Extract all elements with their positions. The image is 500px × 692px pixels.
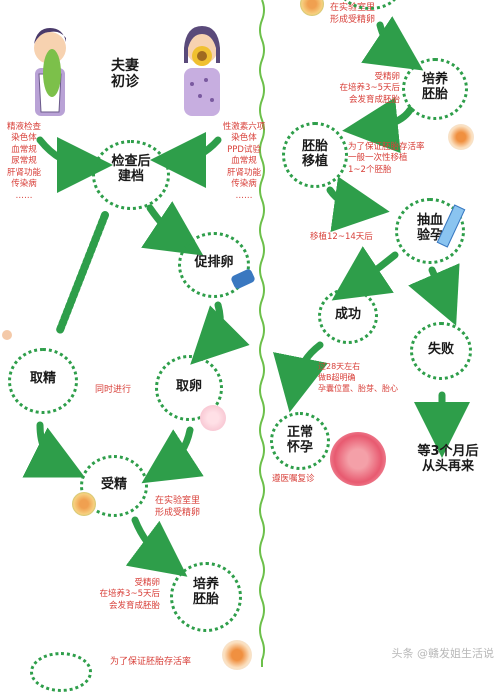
- wreath-transfer-left-partial: [30, 652, 92, 692]
- female-exam-item: 血常规: [231, 156, 257, 167]
- arrow-transfer-to-blood: [326, 176, 390, 232]
- male-exam-item: ……: [15, 190, 33, 201]
- male-exam-item: 肝肾功能: [6, 167, 41, 178]
- transfer-note: 为了保证胚胎存活率 一般一次性移植 1~2个胚胎: [348, 142, 425, 175]
- right-culture-note: 受精卵 在培养3~5天后 会发育成胚胎: [339, 72, 400, 105]
- female-exam-item: ……: [235, 190, 253, 201]
- bottom-note-partial: 为了保证胚胎存活率: [110, 657, 192, 667]
- female-exam-item: 性激素六项: [222, 122, 266, 132]
- wreath-culture-left: [170, 562, 242, 632]
- male-exam-item: 精液检查: [6, 122, 41, 132]
- arrow-success-to-normal: [273, 341, 328, 413]
- arrow-checkup-to-sperm: [56, 211, 109, 334]
- culture-note-left: 受精卵 在培养3~5天后 会发育成胚胎: [99, 578, 160, 611]
- wreath-fail: [410, 322, 472, 380]
- wreath-culture-right: [402, 58, 468, 120]
- wreath-normal: [270, 412, 330, 470]
- step-success: 成功: [334, 307, 361, 322]
- arrow-blood-to-fail: [408, 263, 460, 326]
- female-exam-list: 性激素六项 染色体 PPD试验 血常规 肝肾功能 传染病 ……: [220, 122, 268, 202]
- step-normal: 正常 怀孕: [286, 425, 313, 455]
- husband-illustration: [25, 18, 75, 118]
- step-egg: 取卵: [175, 379, 202, 394]
- arrow-ovulation-to-egg: [190, 301, 250, 365]
- divider-line: [259, 0, 265, 667]
- step-culture-right: 培养 胚胎: [421, 72, 448, 102]
- sperm-icon: [2, 330, 12, 340]
- male-exam-item: 传染病: [11, 179, 37, 190]
- female-exam-item: PPD试验: [227, 144, 261, 155]
- step-culture-left: 培养 胚胎: [192, 577, 219, 607]
- arrow-egg-to-fertilize: [141, 426, 204, 484]
- step-fertilize: 受精: [100, 477, 127, 492]
- couple-label: 夫妻 初诊: [111, 58, 139, 91]
- step-checkup: 检查后 建档: [111, 154, 151, 184]
- female-exam-item: 传染病: [231, 179, 257, 190]
- arrow-male-to-checkup: [36, 136, 113, 193]
- egg-cell-icon: [200, 405, 226, 431]
- doctor-note: 遵医嘱复诊: [272, 474, 315, 484]
- male-exam-list: 精液检查 染色体 血常规 尿常规 肝肾功能 传染病 ……: [0, 122, 48, 202]
- female-exam-item: 染色体: [231, 133, 257, 144]
- fertilize-note: 在实验室里 形成受精卵: [155, 496, 201, 519]
- fetus-in-womb-icon: [330, 432, 386, 486]
- ultrasound-note: 过28天左右 做B超明确 孕囊位置、胎芽、胎心: [318, 362, 398, 393]
- male-exam-item: 尿常规: [11, 156, 37, 167]
- arrow-top-to-culture: [361, 16, 424, 71]
- female-exam-item: 肝肾功能: [226, 167, 261, 178]
- right-top-note: 在实验室里 形成受精卵: [330, 3, 376, 26]
- arrow-culture-to-transfer: [342, 97, 414, 154]
- wreath-ovulation: [178, 232, 250, 298]
- arrow-sperm-to-fertilize: [22, 421, 86, 478]
- wreath-success: [318, 288, 378, 344]
- wreath-checkup: [92, 140, 170, 210]
- arrow-fertilize-to-culture: [125, 516, 188, 577]
- blood-note: 移植12~14天后: [310, 232, 373, 242]
- wife-illustration: [172, 18, 230, 118]
- step-fail: 失败: [427, 342, 454, 357]
- step-blood-test: 抽血 验孕: [416, 213, 443, 243]
- arrow-blood-to-success: [331, 246, 399, 301]
- step-transfer: 胚胎 移植: [301, 139, 328, 169]
- wreath-egg: [155, 355, 223, 421]
- wreath-sperm: [8, 348, 78, 414]
- step-ovulation: 促排卵: [194, 255, 234, 270]
- arrow-female-to-checkup: [150, 131, 222, 188]
- wreath-blood-test: [395, 198, 465, 264]
- retry-note: 等3个月后 从头再来: [417, 444, 479, 474]
- watermark: 头条 @赣发姐生活说: [391, 647, 495, 660]
- male-exam-item: 染色体: [11, 133, 37, 144]
- fertilized-egg-icon: [72, 492, 96, 516]
- embryo-dish-icon-left: [222, 640, 252, 670]
- wreath-fertilize: [80, 455, 148, 517]
- simultaneous-label: 同时进行: [95, 385, 132, 395]
- embryo-dish-icon-right: [448, 124, 474, 150]
- male-exam-item: 血常规: [11, 144, 37, 155]
- arrow-checkup-to-ovulation: [141, 201, 204, 256]
- fertilized-egg-icon-right: [300, 0, 324, 16]
- flow-arrows: [22, 16, 470, 577]
- step-sperm: 取精: [29, 371, 56, 386]
- wreath-transfer: [282, 122, 348, 188]
